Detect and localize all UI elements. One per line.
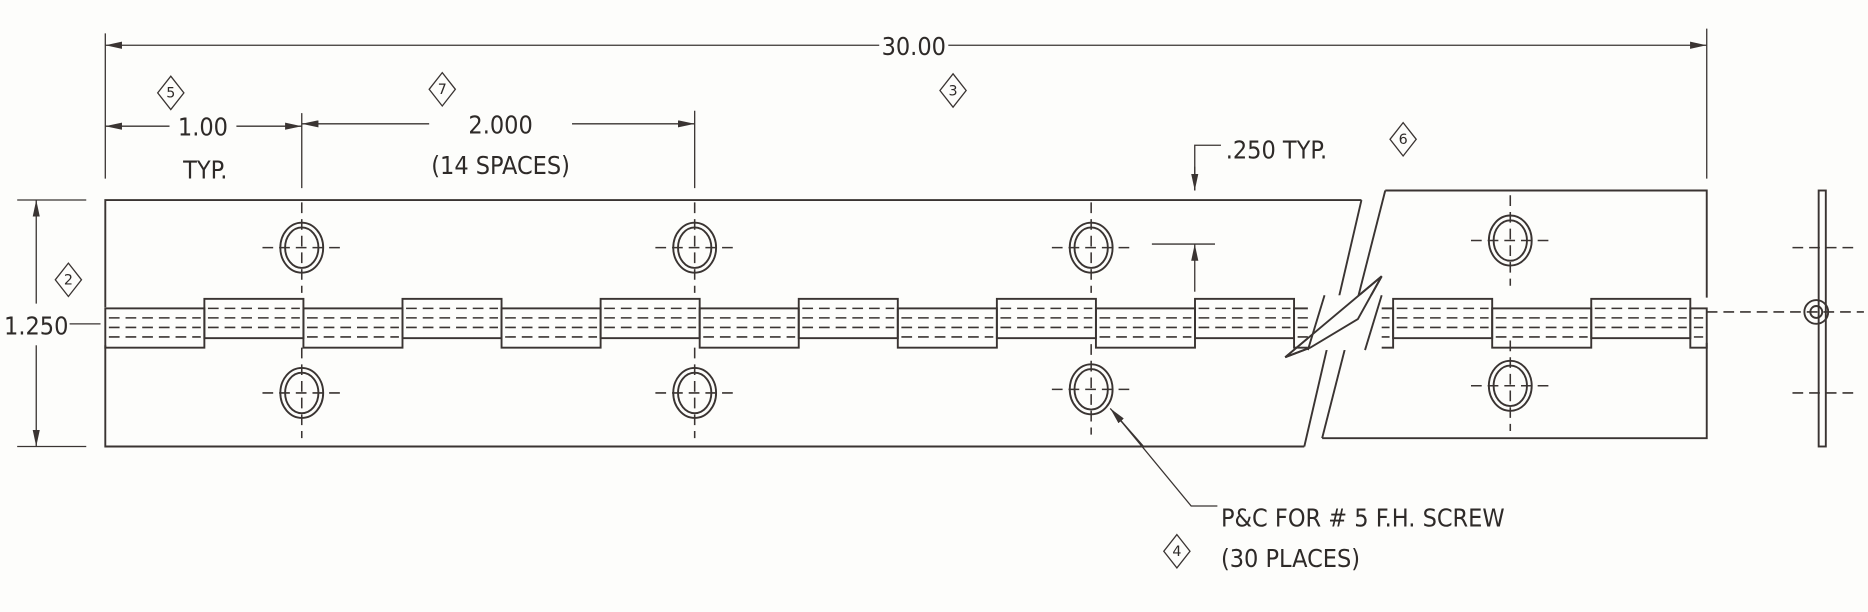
- bottom-leaf-left: [104, 345, 1305, 448]
- side-view-pin: [1809, 305, 1824, 319]
- break-line: [1306, 295, 1326, 351]
- hinge-knuckle: [104, 307, 206, 349]
- bottom-leaf-right: [1322, 342, 1708, 440]
- hinge-knuckle: [1392, 297, 1494, 340]
- overall-length-label: 30.00: [882, 32, 946, 61]
- flag-note-number: 3: [949, 83, 958, 99]
- side-view-knuckle: [1803, 299, 1830, 325]
- side-view-leaf: [1817, 189, 1827, 448]
- hinge-knuckle: [500, 307, 602, 349]
- hinge-knuckle: [203, 297, 305, 340]
- flag-note-diamond-icon: [54, 262, 83, 298]
- hinge-knuckle: [896, 307, 998, 349]
- top-leaf-left: [104, 199, 1362, 308]
- break-line: [1364, 295, 1383, 351]
- hinge-knuckle: [1491, 307, 1593, 349]
- flag-note-number: 7: [438, 82, 447, 98]
- flag-note-number: 5: [166, 86, 175, 102]
- hinge-knuckle: [302, 307, 404, 349]
- flag-note-diamond-icon: [1389, 121, 1418, 158]
- overall-dim-mask: [879, 30, 949, 60]
- hinge-knuckle: [797, 297, 899, 340]
- hinge-knuckle: [599, 297, 701, 340]
- hole-spacing-label: 2.000: [468, 110, 532, 139]
- flag-note-number: 6: [1399, 132, 1408, 148]
- width-label: 1.250: [4, 312, 68, 341]
- top-leaf-right: [1385, 189, 1708, 298]
- hinge-knuckle: [1590, 297, 1692, 340]
- flag-note-diamond-icon: [428, 71, 457, 108]
- flag-note-diamond-icon: [939, 72, 967, 109]
- hinge-knuckle: [698, 307, 800, 349]
- callout-line1: P&C FOR # 5 F.H. SCREW: [1221, 503, 1505, 532]
- mask: [169, 111, 237, 141]
- flag-note-diamond-icon: [1162, 533, 1191, 570]
- hinge-knuckle: [995, 297, 1097, 340]
- hinge-knuckle: [1194, 297, 1296, 340]
- flag-note-diamond-icon: [156, 75, 185, 111]
- hinge-knuckle: [1094, 307, 1196, 349]
- break-symbol: [1284, 275, 1383, 359]
- callout-leader: [1112, 410, 1218, 507]
- callout-line2: (30 PLACES): [1221, 544, 1360, 573]
- end-spacing-note: TYP.: [182, 156, 227, 185]
- end-spacing-label: 1.00: [178, 113, 228, 142]
- flag-note-number: 2: [64, 273, 73, 289]
- hinge-knuckle: [1689, 307, 1708, 349]
- hole-spacing-note: (14 SPACES): [431, 151, 570, 180]
- callout-arrow: [1109, 407, 1145, 447]
- edge-distance-label: .250 TYP.: [1226, 135, 1327, 164]
- leader: [1194, 144, 1221, 191]
- hinge-knuckle: [401, 297, 503, 340]
- flag-note-number: 4: [1172, 544, 1181, 560]
